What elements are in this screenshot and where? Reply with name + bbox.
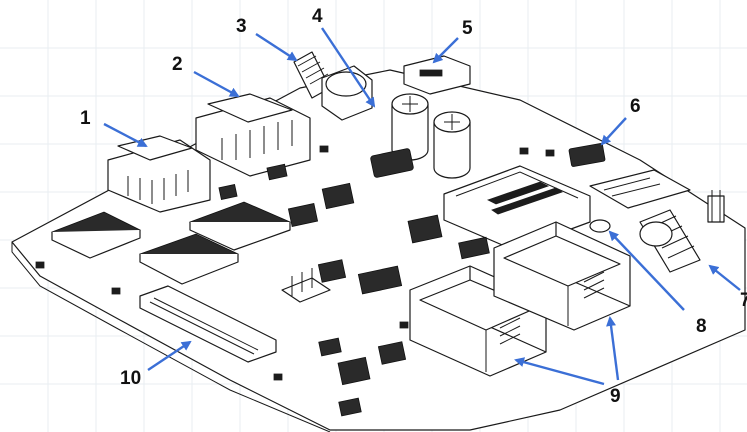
arrow-4 — [321, 27, 376, 108]
main-chips — [50, 201, 292, 285]
ic-6 — [568, 143, 606, 167]
callout-arrows — [103, 27, 741, 386]
arrow-3 — [255, 32, 298, 62]
callout-label-5: 5 — [462, 18, 473, 39]
element-8 — [589, 219, 611, 233]
callout-labels: 1 2 3 4 5 6 7 8 9 10 — [80, 6, 747, 407]
arrow-10 — [147, 340, 192, 371]
arrow-6 — [600, 117, 627, 146]
connector-5 — [403, 55, 471, 95]
arrow-8 — [608, 230, 685, 311]
connector-2 — [195, 93, 311, 177]
callout-label-3: 3 — [236, 16, 247, 37]
arrow-9b — [606, 316, 620, 381]
capacitors-4 — [370, 93, 471, 179]
smd-components — [35, 145, 555, 417]
edge-connector-10 — [139, 285, 277, 363]
callout-label-6: 6 — [630, 96, 641, 117]
rj45-ports-9 — [409, 221, 631, 377]
arrow-5 — [432, 37, 459, 64]
callout-label-9: 9 — [610, 386, 621, 407]
antenna-connector-3 — [293, 51, 373, 121]
arrow-1 — [103, 122, 148, 148]
callout-label-2: 2 — [172, 54, 183, 75]
callout-label-8: 8 — [696, 316, 707, 337]
callout-label-1: 1 — [80, 108, 91, 129]
card-slot — [589, 169, 691, 209]
antenna-connector-7 — [639, 190, 725, 273]
callout-label-7: 7 — [740, 290, 747, 311]
callout-label-10: 10 — [120, 368, 141, 389]
arrow-2 — [193, 70, 240, 98]
arrow-7 — [708, 264, 741, 291]
callout-label-4: 4 — [312, 6, 323, 27]
pin-header — [281, 268, 331, 303]
arrow-9a — [514, 357, 605, 386]
